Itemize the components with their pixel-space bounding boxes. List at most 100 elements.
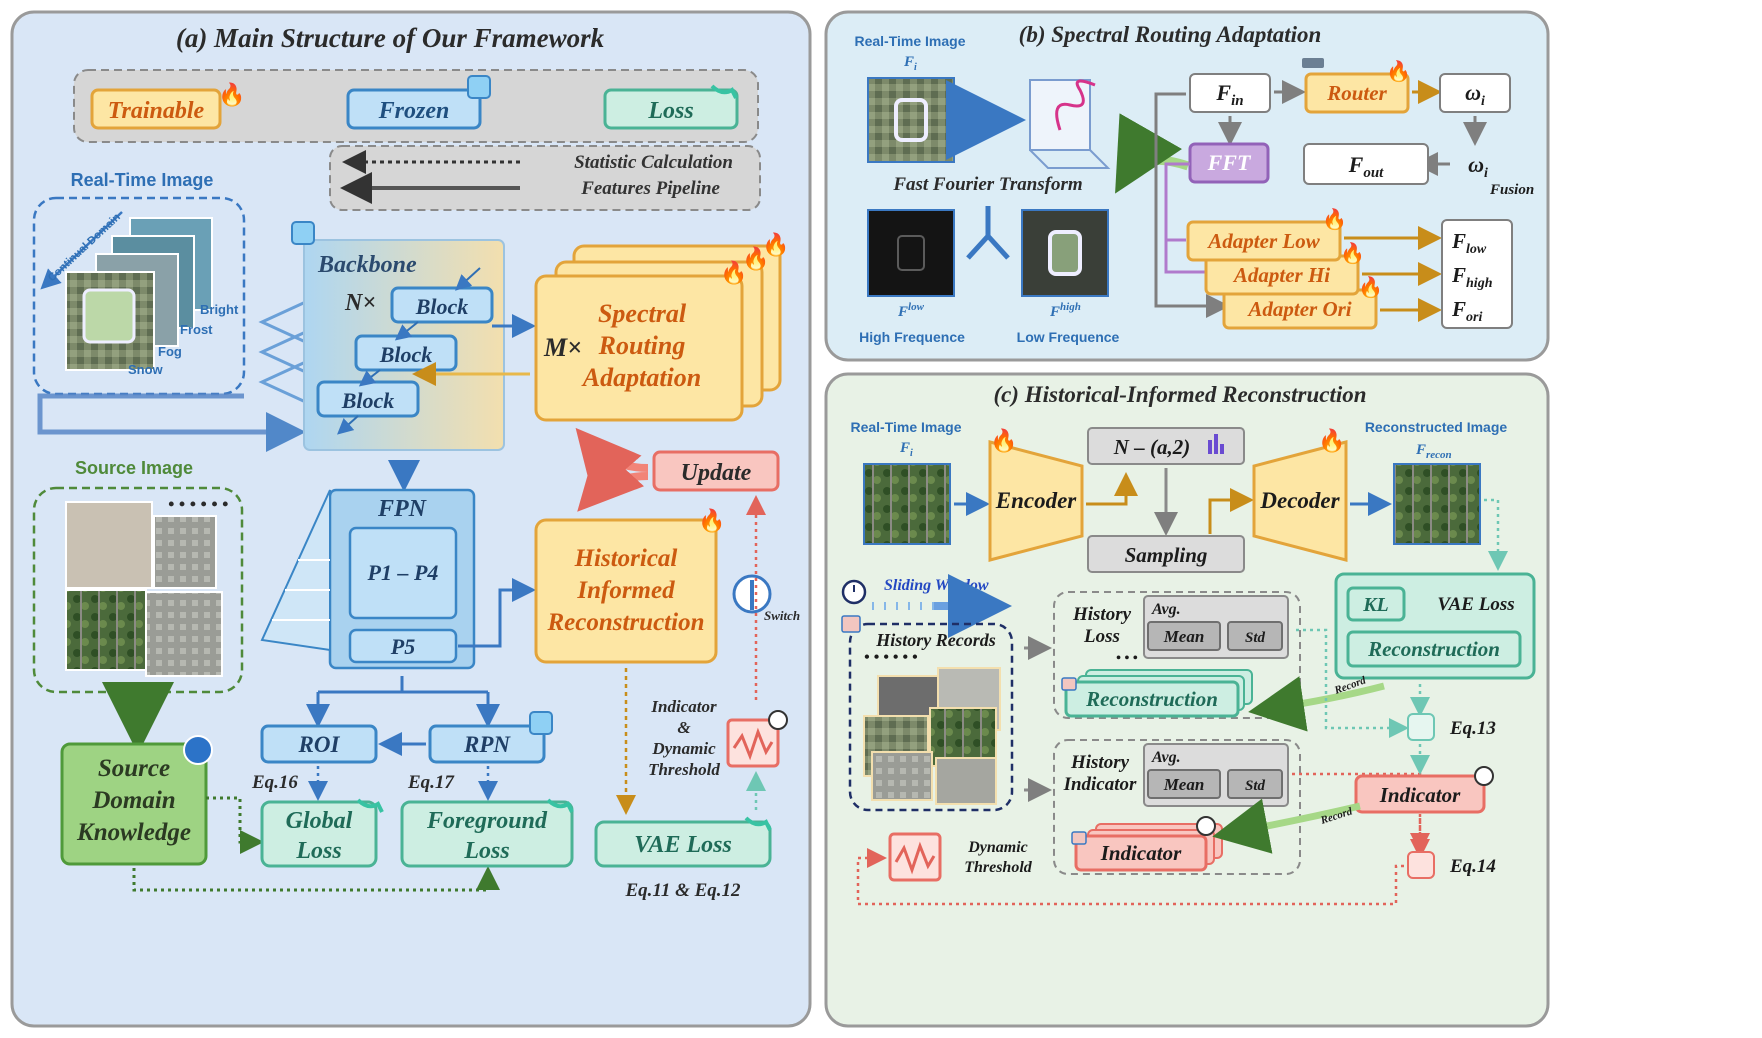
hir-block [534, 518, 718, 664]
legend-loss [603, 88, 739, 130]
f-low-label: Flow [897, 301, 925, 320]
adapter-hi-label: Adapter Hi [1232, 263, 1330, 287]
history-indicator-line1: History [1070, 752, 1130, 773]
block-2-label: Block [379, 342, 433, 367]
f-in-label: Fin [1215, 80, 1243, 109]
label-frost: Frost [180, 322, 213, 337]
b-realtime-title: Real-Time Image [854, 33, 965, 49]
hir-line3: Reconstruction [547, 609, 705, 636]
label-bright: Bright [200, 302, 239, 317]
eq14-label: Eq.14 [1449, 856, 1496, 877]
chart-icon [1071, 831, 1087, 845]
history-loss-std: Std [1245, 630, 1266, 646]
history-indicator-std-box [1227, 769, 1283, 799]
high-freq-image [867, 209, 955, 297]
gauge-icon [1196, 816, 1216, 836]
normal-dist-box [1087, 427, 1245, 465]
omega-box [1439, 73, 1511, 113]
router-box [1304, 72, 1410, 114]
hir-line2: Informed [576, 577, 675, 604]
history-indicator-group [1053, 739, 1301, 875]
block-1 [390, 286, 494, 324]
f-out-box [1303, 143, 1429, 185]
f-out-label: Fout [1348, 152, 1385, 181]
pipeline-label: Features Pipeline [580, 178, 720, 199]
reconstructed-image [1393, 463, 1481, 545]
vae-loss-label: VAE Loss [634, 832, 732, 858]
router-icon [1302, 58, 1324, 68]
brain-icon [183, 735, 213, 765]
block-arrow [394, 321, 419, 341]
fft-split-arrow [966, 206, 1010, 260]
histogram-icon [1220, 444, 1224, 454]
block-3-label: Block [341, 388, 395, 413]
panel-c-title: (c) Historical-Informed Reconstruction [993, 382, 1366, 407]
sra-block [534, 274, 744, 422]
fpn-split-lines [316, 676, 490, 718]
ice-cube-icon [291, 221, 315, 245]
sdk-line1: Source [98, 755, 170, 782]
fpn-p5-label: P5 [390, 634, 415, 659]
fpn-p5 [348, 628, 458, 664]
fire-icon: 🔥 [1358, 275, 1383, 299]
encoder-trapezoid [988, 440, 1084, 562]
encoder-label: Encoder [995, 488, 1078, 513]
history-indicator-mean: Mean [1163, 775, 1205, 794]
fusion-label: Fusion [1489, 182, 1534, 198]
b-realtime-image [867, 77, 955, 163]
c-dynamic-threshold-line1: Dynamic [967, 839, 1028, 856]
history-loss-line2: Loss [1083, 626, 1120, 647]
update-label: Update [681, 460, 752, 486]
p5-to-hir-arrow [458, 578, 536, 648]
history-loss-line1: History [1072, 604, 1132, 625]
chart-icon [841, 615, 861, 633]
b-court-shape [894, 98, 928, 142]
fire-icon: 🔥 [762, 232, 789, 257]
b-fi-label: Fi [903, 54, 917, 73]
fpn-pyramid [260, 489, 331, 652]
source-ellipsis: • • • • • • [168, 494, 228, 514]
sliding-window-label: Sliding Window [884, 577, 989, 594]
global-loss-box [260, 800, 378, 868]
fpn-p1-p4 [348, 526, 458, 620]
vae-loss-box [594, 820, 772, 868]
source-image-buildings [145, 591, 223, 677]
history-image-4 [929, 707, 997, 767]
loss-curve-icon [710, 84, 738, 99]
statistic-label: Statistic Calculation [574, 152, 733, 173]
history-indicator-box [1074, 834, 1208, 872]
realtime-image-title: Real-Time Image [71, 170, 214, 190]
sampling-box [1087, 535, 1245, 573]
sdk-block [60, 742, 208, 866]
update-arrow-down [577, 442, 649, 512]
eq14-to-threshold-arrow [856, 848, 1404, 906]
f-low-out: Flow [1451, 229, 1487, 257]
c-realtime-image [863, 463, 951, 545]
legend-frozen [346, 88, 482, 130]
legend-frozen-label: Frozen [378, 98, 450, 124]
sampling-label: Sampling [1125, 543, 1208, 567]
roi-box [260, 724, 378, 764]
low-freq-court [1048, 230, 1082, 276]
recon-to-vae-arrow [1484, 498, 1508, 571]
history-loss-mean: Mean [1163, 627, 1205, 646]
sdk-line3: Knowledge [76, 819, 191, 846]
history-loss-mean-box [1147, 621, 1221, 651]
history-image-5 [871, 751, 933, 801]
block-arrow [358, 369, 381, 387]
fft-3d-icon [1029, 79, 1111, 169]
fft-to-adapters-lines [1164, 162, 1206, 274]
history-records-group [848, 622, 1014, 812]
label-fog: Fog [158, 344, 182, 359]
c-reconstruction-label: Reconstruction [1367, 637, 1500, 661]
fg-loss-box [400, 800, 574, 868]
history-records-ellipsis: • • • • • • [864, 649, 918, 666]
fire-icon: 🔥 [218, 82, 245, 107]
low-freq-label: Low Frequence [1017, 329, 1120, 345]
c-indicator-label: Indicator [1379, 783, 1461, 807]
indicator-threshold-line4: Threshold [648, 760, 720, 779]
fire-icon: 🔥 [990, 428, 1017, 453]
features-box [1441, 219, 1513, 329]
history-recon-ellipsis: • • • [1116, 651, 1138, 666]
